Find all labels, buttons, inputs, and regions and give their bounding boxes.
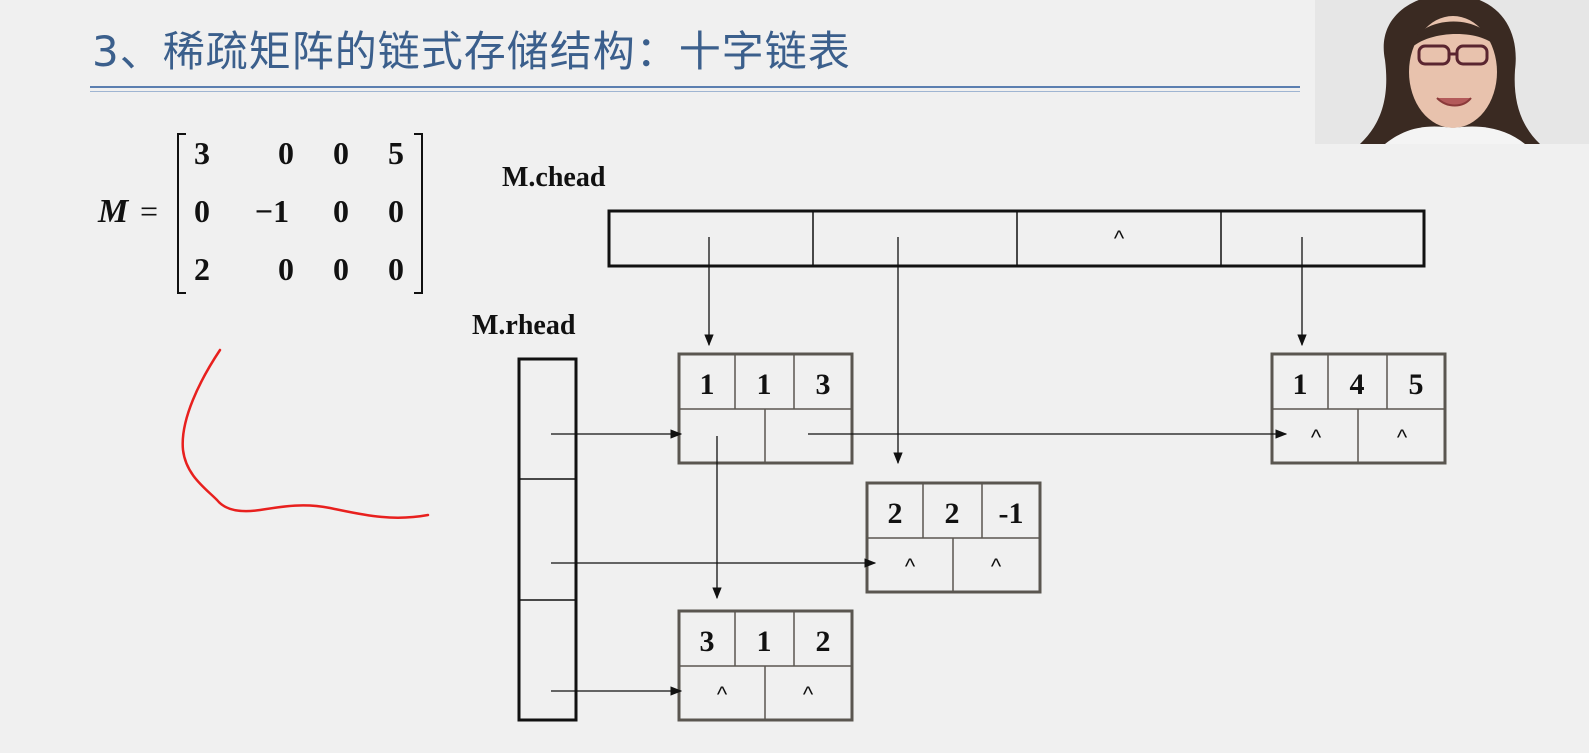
matrix-cell: 0 (333, 135, 349, 171)
matrix-left-bracket (177, 133, 186, 294)
chead-array: ^ (607, 209, 1426, 268)
presenter-figure (1315, 0, 1589, 144)
node-col: 1 (757, 625, 772, 658)
title-underline-thin (90, 91, 1300, 92)
matrix-name: M (97, 193, 130, 230)
node-row: 2 (888, 497, 903, 530)
node-down-null: ^ (1397, 425, 1408, 450)
node-value: 3 (816, 368, 831, 401)
pointer-arrows (551, 237, 1307, 696)
matrix-cell: 0 (388, 251, 404, 287)
matrix-equals: = (140, 193, 158, 229)
matrix-m: M = 3 0 0 5 0 −1 0 0 2 0 0 0 (97, 133, 423, 294)
red-ink-annotation (181, 348, 430, 519)
chead-cell-null: ^ (1114, 226, 1125, 251)
node-col: 1 (757, 368, 772, 401)
node-down-null: ^ (991, 554, 1002, 579)
matrix-cell: 0 (278, 135, 294, 171)
node-value: -1 (999, 497, 1024, 530)
node-2-2-neg1: 2 2 -1 ^ ^ (865, 481, 1042, 594)
title-underline (90, 86, 1300, 88)
node-right-null: ^ (1311, 425, 1322, 450)
rhead-array (517, 357, 578, 722)
matrix-cell: −1 (255, 193, 289, 229)
node-row: 1 (700, 368, 715, 401)
matrix-cell: 0 (278, 251, 294, 287)
node-value: 2 (816, 625, 831, 658)
node-col: 4 (1350, 368, 1365, 401)
node-1-1-3: 1 1 3 (677, 352, 854, 465)
slide-title: 3、稀疏矩阵的链式存储结构：十字链表 (92, 27, 851, 76)
node-down-null: ^ (803, 682, 814, 707)
matrix-cell: 0 (333, 251, 349, 287)
matrix-cell: 3 (194, 135, 210, 171)
node-col: 2 (945, 497, 960, 530)
matrix-cell: 5 (388, 135, 404, 171)
presenter-webcam-video (1315, 0, 1589, 144)
rhead-label: M.rhead (472, 310, 576, 341)
node-row: 1 (1293, 368, 1308, 401)
matrix-cell: 0 (194, 193, 210, 229)
chead-label: M.chead (502, 162, 606, 193)
matrix-cell: 0 (333, 193, 349, 229)
node-value: 5 (1409, 368, 1424, 401)
matrix-cell: 0 (388, 193, 404, 229)
matrix-cell: 2 (194, 251, 210, 287)
node-right-null: ^ (905, 554, 916, 579)
node-1-4-5: 1 4 5 ^ ^ (1270, 352, 1447, 465)
matrix-right-bracket (414, 133, 423, 294)
node-3-1-2: 3 1 2 ^ ^ (677, 609, 854, 722)
node-right-null: ^ (717, 682, 728, 707)
node-row: 3 (700, 625, 715, 658)
